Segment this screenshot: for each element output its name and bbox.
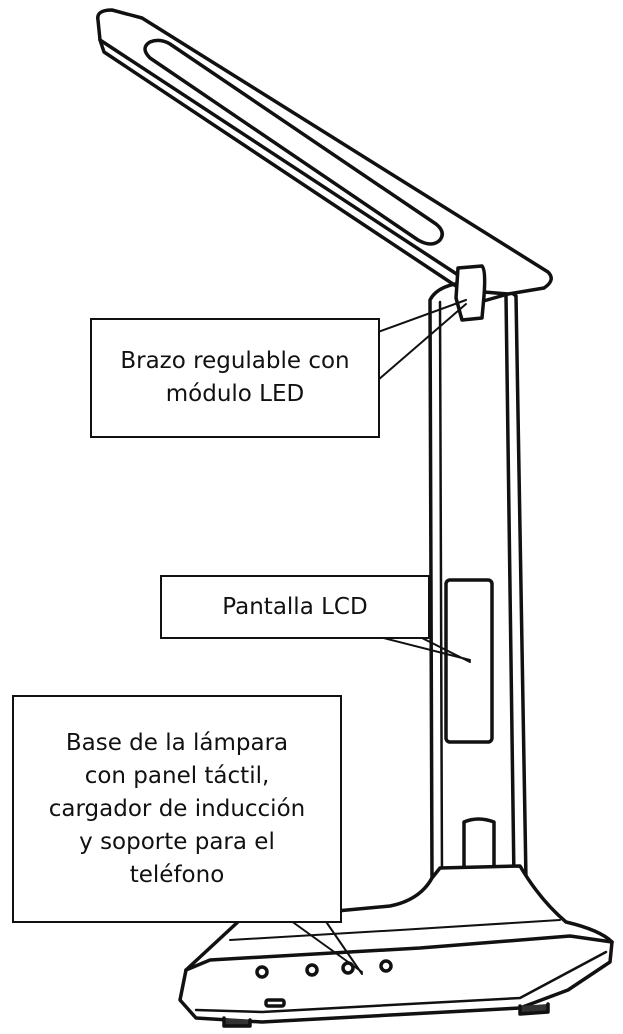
lamp-hinge [456, 266, 485, 320]
touch-button-icon [257, 967, 267, 977]
callout-lcd-screen: Pantalla LCD [160, 575, 430, 639]
lamp-arm-led-slot [145, 40, 442, 244]
callout-arm-led: Brazo regulable con módulo LED [90, 318, 380, 438]
touch-button-icon [307, 965, 317, 975]
touch-button-icon [381, 961, 391, 971]
base-charging-indicator [266, 1000, 284, 1006]
callout-base: Base de la lámpara con panel táctil, car… [12, 695, 342, 923]
